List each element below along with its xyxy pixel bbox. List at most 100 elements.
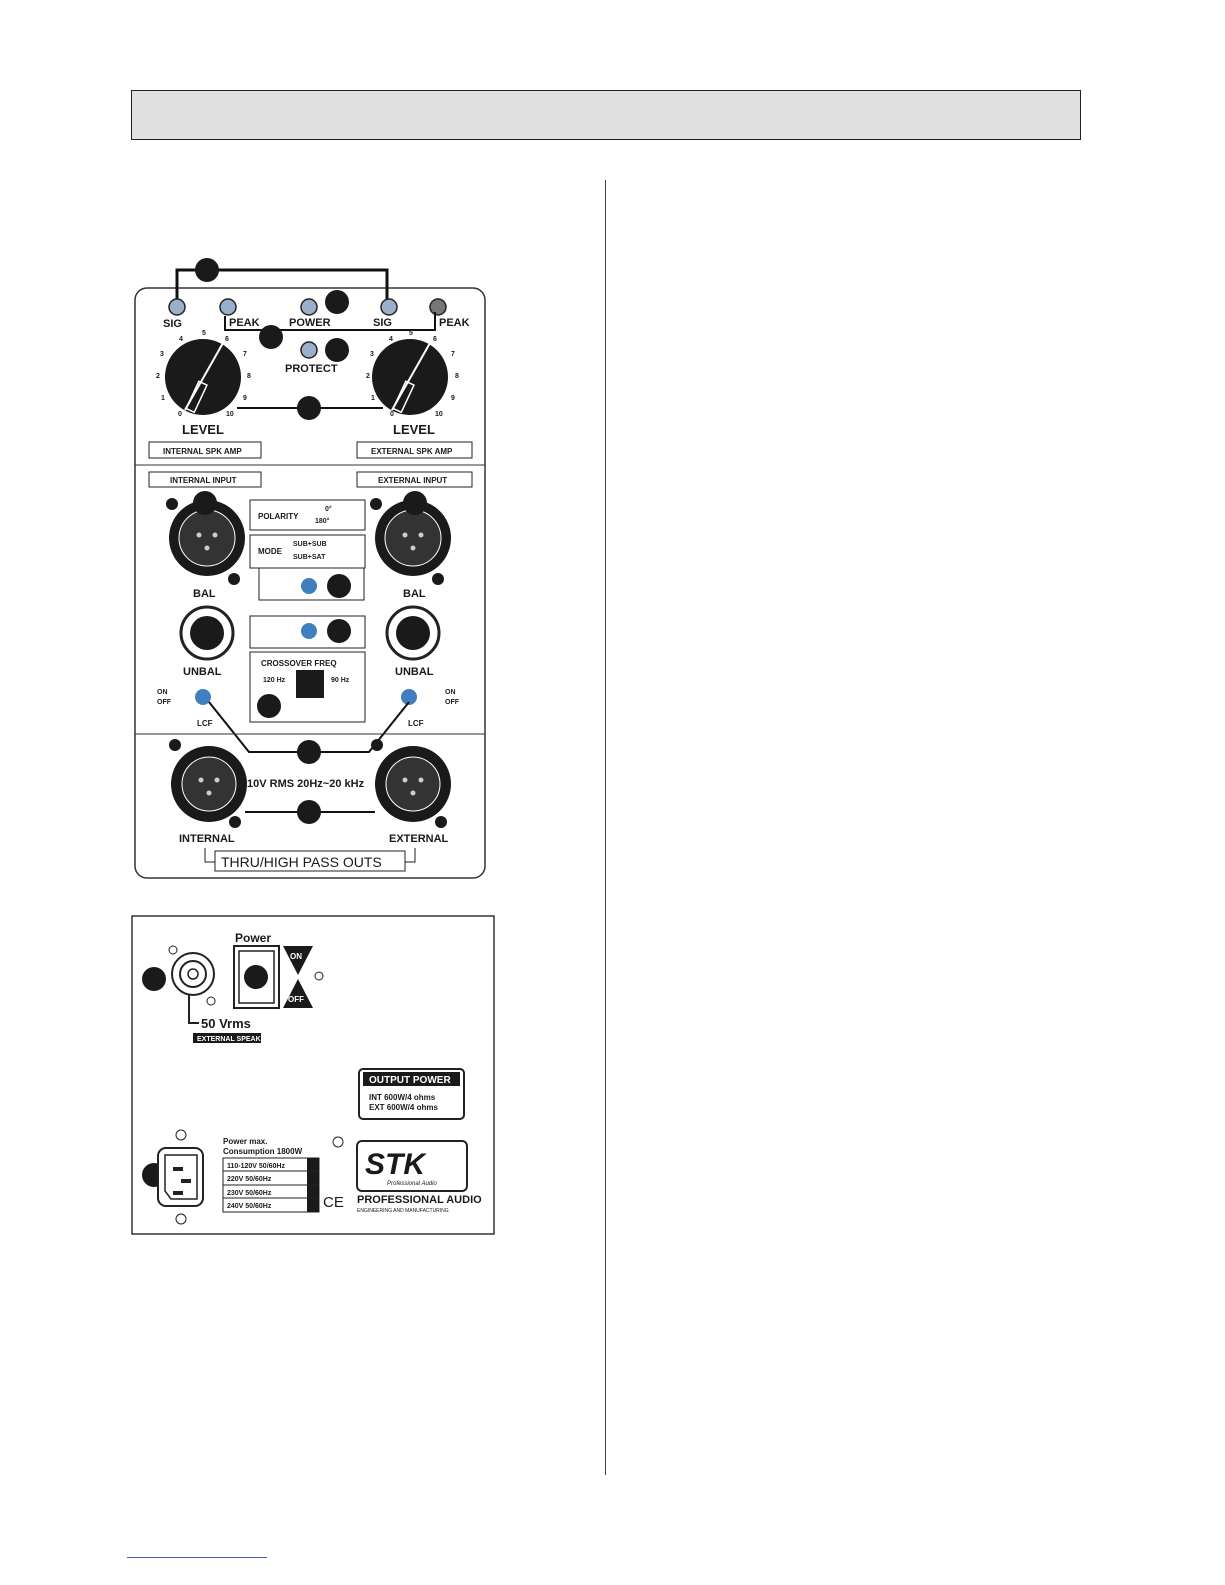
screw-icon: [371, 739, 383, 751]
protect-led: [300, 341, 318, 359]
screw-icon: [432, 573, 444, 585]
logo-sub: Professional Audio: [387, 1181, 437, 1187]
screw-icon: [168, 945, 178, 955]
section-header-bar: [131, 90, 1081, 140]
level-left-knob[interactable]: [165, 339, 241, 415]
peak-left-label: PEAK: [229, 317, 260, 329]
screw-icon: [228, 573, 240, 585]
footer-link-rule: [127, 1557, 267, 1558]
lcf-right-label: LCF: [408, 719, 424, 728]
mode-sub-sub-label: SUB+SUB: [293, 541, 327, 548]
callout-marker: [257, 694, 281, 718]
callout-marker: [325, 338, 349, 362]
jack-input-right[interactable]: [385, 605, 441, 661]
callout-marker: [297, 800, 321, 824]
scale-2-right: 2: [366, 373, 370, 380]
screw-icon: [229, 816, 241, 828]
callout-marker: [142, 967, 166, 991]
external-input-label: EXTERNAL INPUT: [378, 476, 447, 485]
speakon-wire: [188, 995, 199, 1024]
bal-left-label: BAL: [193, 588, 216, 600]
thru-label: THRU/HIGH PASS OUTS: [221, 854, 382, 870]
off-left-label: OFF: [157, 699, 172, 706]
stk-logo: STK Professional Audio: [356, 1140, 468, 1192]
mode-switch-button[interactable]: [301, 623, 317, 639]
unbal-right-label: UNBAL: [395, 666, 434, 678]
column-divider: [605, 180, 606, 1475]
crossover-switch[interactable]: [296, 670, 324, 698]
unbal-left-label: UNBAL: [183, 666, 222, 678]
callout-marker: [193, 491, 217, 515]
consumption-label: Consumption 1800W: [223, 1147, 303, 1156]
voltage-row-4: 240V 50/60Hz: [227, 1203, 272, 1210]
screw-icon: [175, 1129, 187, 1141]
output-power-header: [363, 1072, 460, 1086]
peak-right-label: PEAK: [439, 317, 470, 329]
polarity-switch-button[interactable]: [301, 578, 317, 594]
lcf-left-label: LCF: [197, 719, 213, 728]
logo-text: STK: [365, 1148, 427, 1181]
scale-7-left: 7: [243, 351, 247, 358]
lcf-right-button[interactable]: [401, 689, 417, 705]
xlr-output-internal[interactable]: [171, 746, 247, 822]
screw-icon: [166, 498, 178, 510]
xlr-input-right[interactable]: [375, 500, 451, 576]
on-switch-label: ON: [290, 952, 302, 961]
iec-power-inlet[interactable]: [157, 1147, 204, 1207]
callout-marker: [325, 290, 349, 314]
level-left-label: LEVEL: [182, 422, 224, 437]
crossover-box: [249, 651, 366, 723]
front-panel-diagram: SIG PEAK POWER SIG PEAK PROTECT 0 1 2 3 …: [134, 258, 486, 879]
internal-spk-amp-label: INTERNAL SPK AMP: [163, 447, 242, 456]
callout-line: [224, 312, 436, 331]
sig-right-label: SIG: [373, 317, 392, 329]
external-out-label: EXTERNAL: [389, 833, 449, 845]
screw-icon: [435, 816, 447, 828]
lcf-left-button[interactable]: [195, 689, 211, 705]
callout-line: [175, 268, 389, 300]
off-right-label: OFF: [445, 699, 460, 706]
scale-0-right: 0: [390, 411, 394, 418]
mode-switch-box: [249, 615, 366, 649]
voltage-row-3: 230V 50/60Hz: [227, 1190, 272, 1197]
int-power-label: INT 600W/4 ohms: [369, 1093, 436, 1102]
xlr-output-external[interactable]: [375, 746, 451, 822]
scale-5-right: 5: [409, 330, 413, 337]
on-indicator-icon: [283, 946, 313, 975]
internal-out-label: INTERNAL: [179, 833, 235, 845]
mode-sub-sat-label: SUB+SAT: [293, 554, 326, 561]
freq-120-label: 120 Hz: [263, 677, 286, 684]
sig-left-label: SIG: [163, 318, 182, 330]
thru-box: [214, 850, 406, 872]
power-label: POWER: [289, 317, 331, 329]
bal-right-label: BAL: [403, 588, 426, 600]
scale-1-left: 1: [161, 395, 165, 402]
rear-panel-diagram: 50 Vrms EXTERNAL SPEAKER Power ON OFF OU…: [131, 915, 495, 1235]
crossover-label: CROSSOVER FREQ: [261, 659, 337, 668]
scale-6-right: 6: [433, 336, 437, 343]
output-power-title: OUTPUT POWER: [369, 1075, 451, 1086]
output-spec-label: 10V RMS 20Hz~20 kHz: [247, 778, 365, 790]
power-switch-label: Power: [235, 931, 271, 945]
scale-7-right: 7: [451, 351, 455, 358]
scale-5-left: 5: [202, 330, 206, 337]
ce-mark: CE: [323, 1194, 344, 1211]
indicator-dot: [314, 971, 324, 981]
screw-icon: [332, 1136, 344, 1148]
scale-8-right: 8: [455, 373, 459, 380]
jack-input-left[interactable]: [179, 605, 235, 661]
callout-marker: [195, 258, 219, 282]
screw-icon: [175, 1213, 187, 1225]
vrms-label: 50 Vrms: [201, 1016, 251, 1031]
internal-input-label: INTERNAL INPUT: [170, 476, 237, 485]
level-right-knob[interactable]: [372, 339, 448, 415]
scale-0-left: 0: [178, 411, 182, 418]
on-left-label: ON: [157, 689, 168, 696]
scale-6-left: 6: [225, 336, 229, 343]
polarity-switch-box: [258, 567, 365, 601]
speakon-output[interactable]: [171, 952, 215, 996]
off-indicator-icon: [283, 979, 313, 1008]
internal-input-box: [148, 471, 262, 488]
voltage-row-1: 110-120V 50/60Hz: [227, 1163, 285, 1170]
brand-sub-label: ENGINEERING AND MANUFACTURING: [357, 1208, 449, 1214]
